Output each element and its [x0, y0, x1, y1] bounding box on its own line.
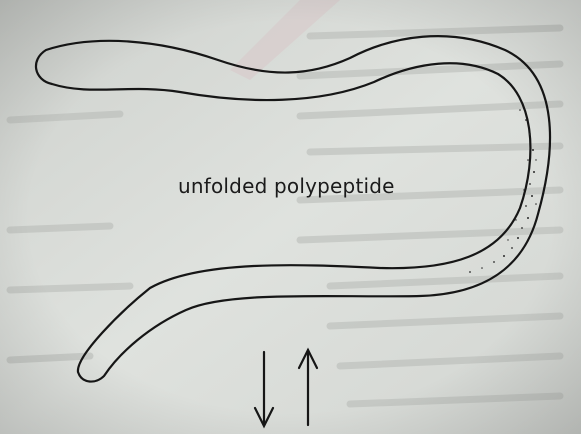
polypeptide-label: unfolded polypeptide	[178, 174, 395, 198]
